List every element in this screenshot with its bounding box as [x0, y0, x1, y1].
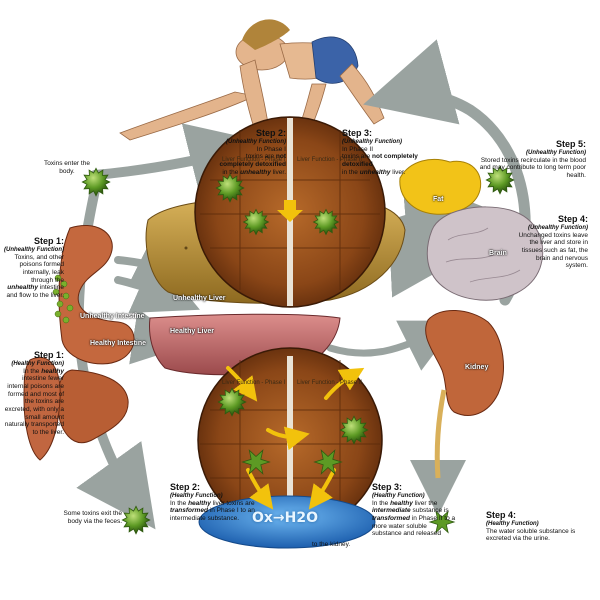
- step1-healthy-label: Step 1: (Healthy Function) In the health…: [4, 350, 64, 436]
- phase2-top-label: Liver Function - Phase II: [297, 157, 363, 163]
- phase2-bottom-label: Liver Function - Phase II: [297, 380, 363, 386]
- to-kidney-label: to the kidney.: [312, 541, 351, 548]
- step5-label: Step 5: (Unhealthy Function) Stored toxi…: [479, 139, 586, 179]
- top-step3-label: Step 3: (Unhealthy Function) In Phase II…: [342, 128, 418, 176]
- unhealthy-intestine-label: Unhealthy Intestine: [80, 313, 145, 320]
- kidney: [425, 309, 504, 416]
- ureter: [434, 389, 447, 479]
- top-step4-label: Step 4: (Unhealthy Function) Unchanged t…: [518, 214, 588, 270]
- phase1-bottom-label: Liver Function - Phase I: [222, 380, 286, 386]
- phase-cell-top: [194, 116, 386, 308]
- healthy-liver-label: Healthy Liver: [170, 328, 214, 335]
- intestine: [23, 224, 135, 461]
- yellow-transform-arrows: [226, 366, 365, 510]
- healthy-intestine-label: Healthy Intestine: [90, 340, 147, 347]
- unhealthy-liver-label: Unhealthy Liver: [173, 295, 226, 302]
- phase1-top-label: Liver Function - Phase I: [222, 157, 286, 163]
- bottom-step2-label: Step 2: (Healthy Function) In the health…: [170, 482, 255, 522]
- intestine-toxins: [52, 274, 74, 324]
- fat-label: Fat: [433, 196, 444, 203]
- brain-label: Brain: [489, 250, 507, 257]
- bottom-step3-label: Step 3: (Healthy Function) In the health…: [372, 482, 456, 538]
- fat-tissue: [399, 158, 482, 215]
- top-step2-label: Step 2: (Unhealthy Function) In Phase I …: [219, 128, 286, 176]
- toxins-enter-label: Toxins enter the body.: [44, 160, 90, 175]
- bottom-step4-label: Step 4: (Healthy Function) The water sol…: [486, 510, 576, 543]
- equation-label: Ox→H2O: [252, 510, 319, 526]
- kidney-label: Kidney: [465, 364, 489, 371]
- some-toxins-label: Some toxins exit the body via the feces.: [63, 510, 122, 525]
- step1-unhealthy-label: Step 1: (Unhealthy Function) Toxins, and…: [4, 236, 64, 299]
- brain: [426, 206, 544, 301]
